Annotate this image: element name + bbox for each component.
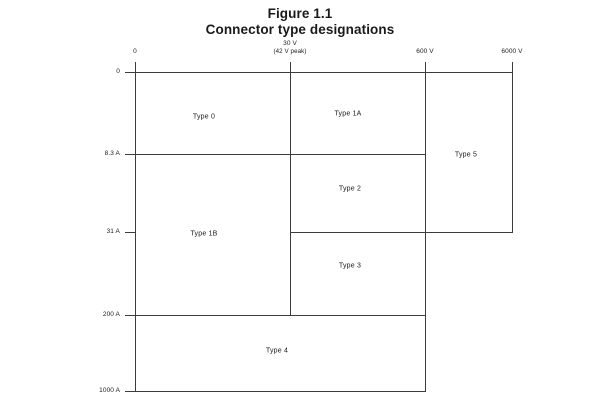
region-label-type-3: Type 3	[338, 262, 362, 270]
y-axis-label-31a: 31 A	[106, 228, 120, 235]
boundary-line-8-3a	[135, 154, 426, 155]
y-tick-0	[125, 72, 135, 73]
region-label-type-0: Type 0	[192, 113, 216, 121]
boundary-line-0a	[135, 72, 513, 73]
y-axis-label-8-3a: 8.3 A	[104, 150, 120, 157]
boundary-line-200a	[135, 315, 426, 316]
x-tick-30v	[290, 62, 291, 72]
boundary-line-31a	[290, 232, 513, 233]
x-axis-label-600v: 600 V	[416, 48, 434, 55]
boundary-line-30v	[290, 72, 291, 316]
region-label-type-1a: Type 1A	[334, 110, 362, 118]
y-tick-8-3a	[125, 154, 135, 155]
y-axis-label-200a: 200 A	[102, 311, 120, 318]
y-axis-label-1000a: 1000 A	[99, 387, 120, 394]
figure-number: Figure 1.1	[267, 6, 333, 21]
region-label-type-4: Type 4	[265, 347, 289, 355]
x-tick-0	[135, 62, 136, 72]
x-axis-label-6000v: 6000 V	[501, 48, 523, 55]
region-label-type-5: Type 5	[454, 151, 478, 159]
y-tick-1000a	[125, 391, 135, 392]
y-tick-31a	[125, 232, 135, 233]
x-axis-label-0: 0	[133, 48, 137, 55]
region-label-type-2: Type 2	[338, 185, 362, 193]
x-axis-label-30v: 30 V (42 V peak)	[273, 40, 307, 55]
figure-title: Figure 1.1 Connector type designations	[0, 6, 600, 38]
figure-caption: Connector type designations	[205, 22, 395, 37]
x-tick-6000v	[512, 62, 513, 72]
x-tick-600v	[425, 62, 426, 72]
boundary-line-0v	[135, 72, 136, 392]
boundary-line-6000v	[512, 72, 513, 233]
boundary-line-600v	[425, 72, 426, 392]
y-axis-label-0: 0	[116, 68, 120, 75]
boundary-line-1000a	[135, 391, 426, 392]
y-tick-200a	[125, 315, 135, 316]
region-label-type-1b: Type 1B	[190, 230, 218, 238]
